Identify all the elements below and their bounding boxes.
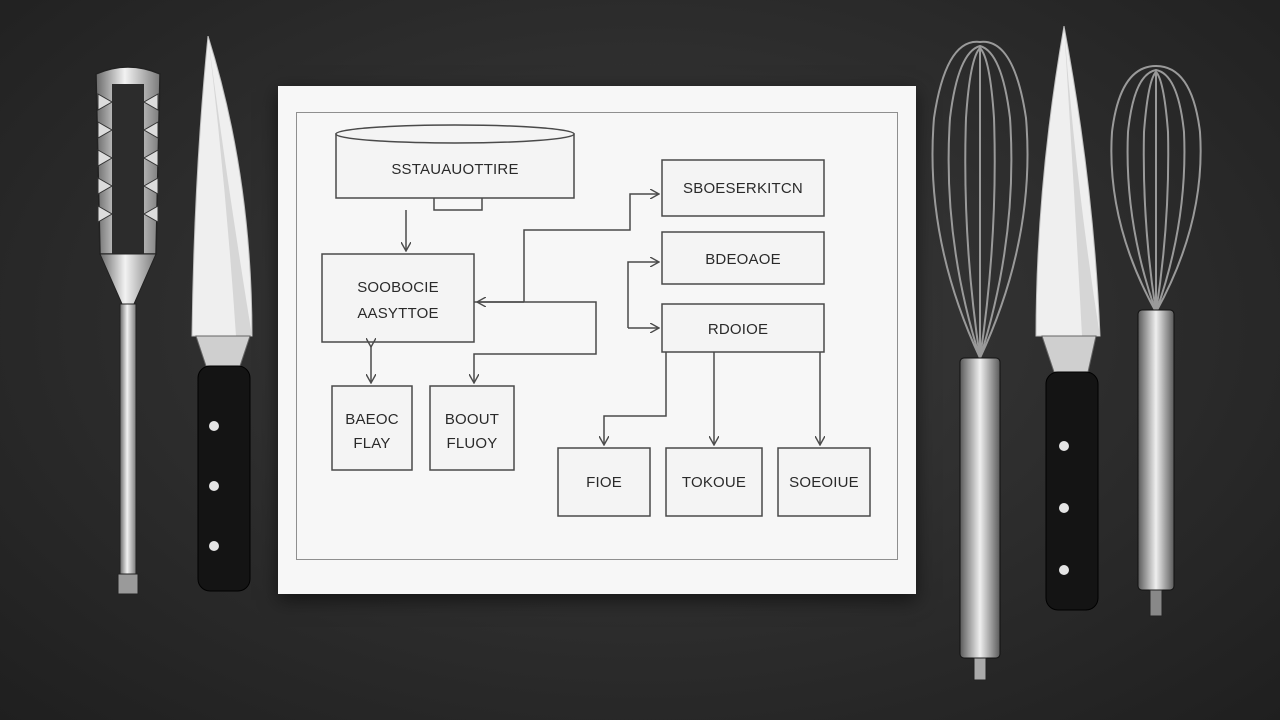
- right-node-2-label: BDEOAOE: [705, 251, 781, 268]
- left-node-a-line1: BAEOC: [345, 411, 399, 428]
- paper-border: [296, 112, 898, 560]
- bottom-node-1-label: FIOE: [586, 474, 622, 491]
- left-node-b-line1: BOOUT: [445, 411, 499, 428]
- left-node-a-line2: FLAY: [353, 435, 390, 452]
- bottom-node-1: [557, 447, 651, 517]
- left-node-b: [429, 385, 515, 471]
- left-node-a: [331, 385, 413, 471]
- chef-knife-icon-right: [1035, 26, 1101, 611]
- bottom-node-2: [665, 447, 763, 517]
- central-label-line1: SOOBOCIE: [357, 279, 439, 296]
- chef-knife-icon: [191, 36, 253, 592]
- central-node: [321, 253, 475, 343]
- right-node-2: [661, 231, 825, 285]
- right-node-3-label: RDOIOE: [708, 321, 768, 338]
- right-node-1-label: SBOESERKITCN: [683, 180, 803, 197]
- bottom-node-2-label: TOKOUE: [682, 474, 746, 491]
- top-cylinder-node: [335, 124, 575, 199]
- central-label-line2: AASYTTOE: [357, 305, 438, 322]
- top-cylinder-label: SSTAUAUOTTIRE: [391, 161, 518, 178]
- bottom-node-3: [777, 447, 871, 517]
- right-node-1: [661, 159, 825, 217]
- meat-tenderizer-icon: [95, 66, 161, 595]
- right-node-3: [661, 303, 825, 353]
- left-node-b-line2: FLUOY: [446, 435, 497, 452]
- whisk-icon: [931, 40, 1029, 681]
- bottom-node-3-label: SOEOIUE: [789, 474, 859, 491]
- whisk-icon-small: [1110, 64, 1202, 617]
